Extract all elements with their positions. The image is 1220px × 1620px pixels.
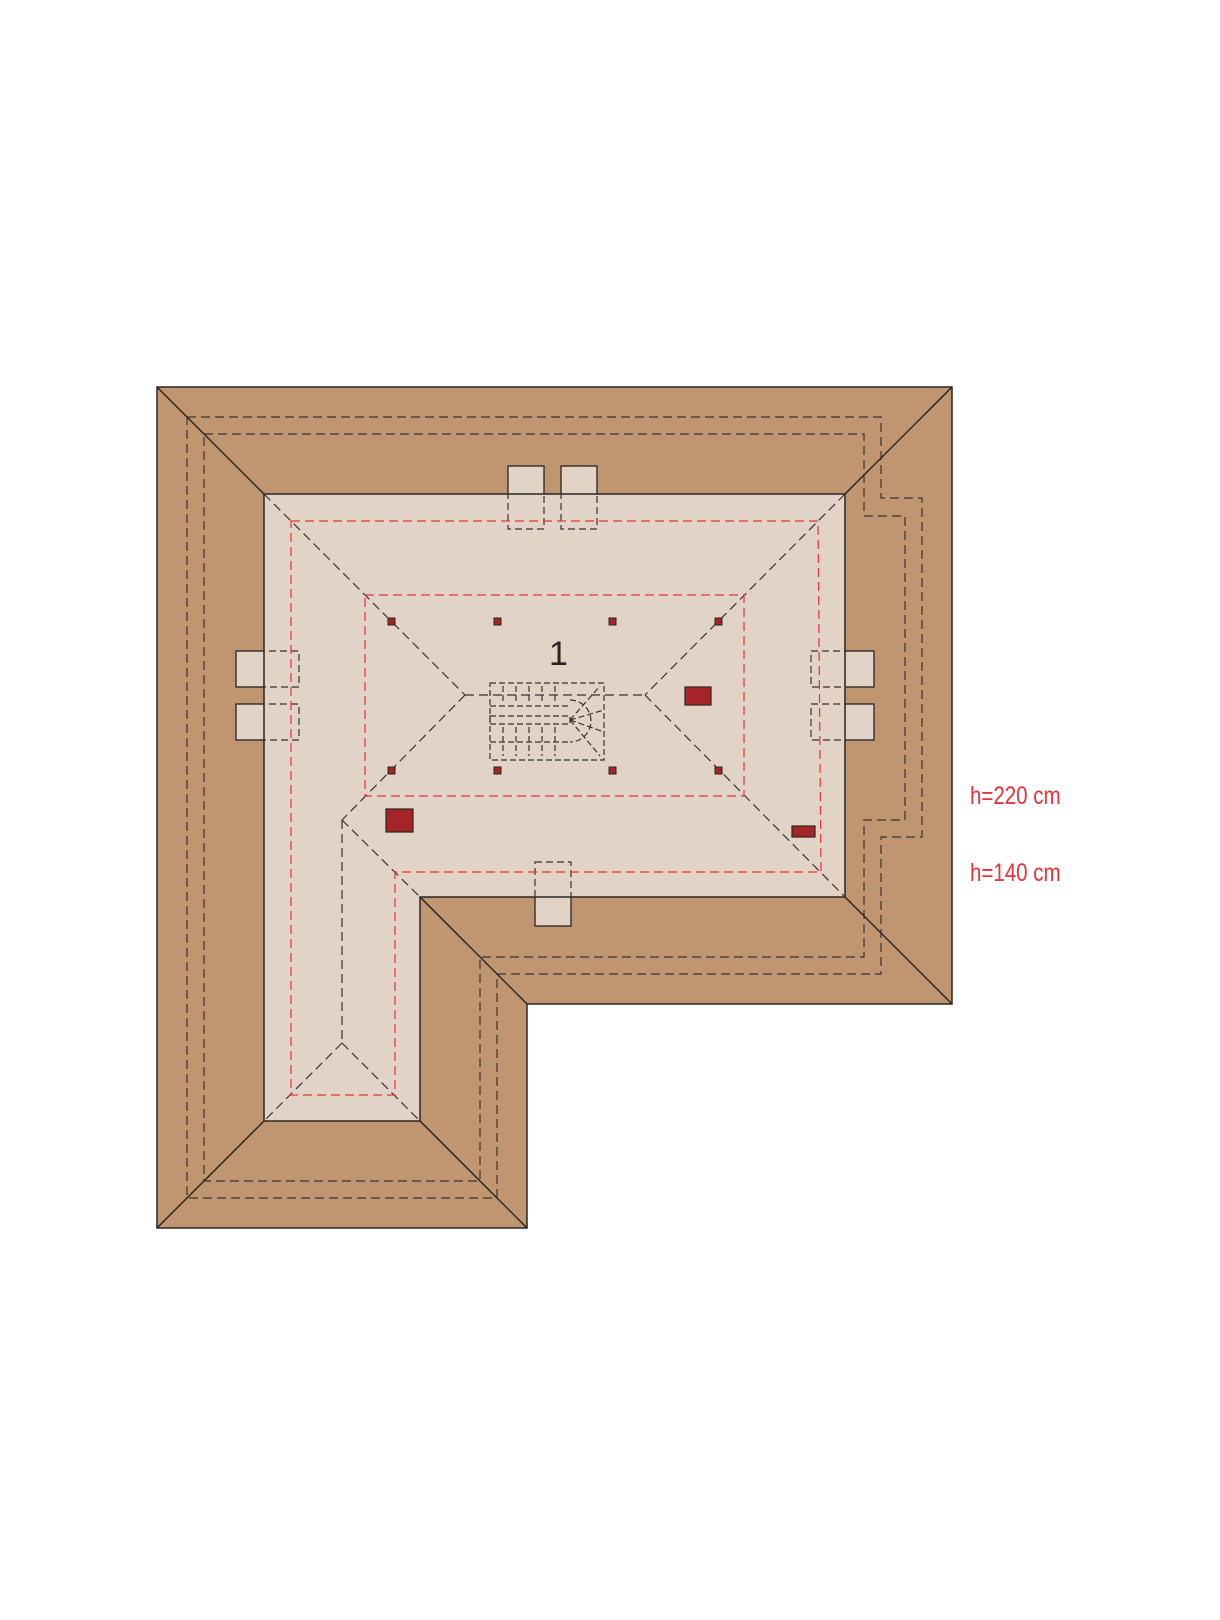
posts (387, 617, 723, 775)
chimney-1 (684, 686, 712, 706)
legend-h220: h=220 cm (970, 782, 1061, 810)
outer-wall-line (186, 416, 923, 1199)
attic-floor (263, 493, 846, 1122)
vent (791, 825, 816, 838)
ridge-lines (263, 493, 846, 1122)
legend-h140: h=140 cm (970, 859, 1061, 887)
room-number: 1 (549, 635, 568, 673)
hip-lines (156, 386, 953, 1229)
inner-wall-line (203, 433, 906, 1182)
chimney-2 (385, 808, 414, 833)
height-line-220 (364, 594, 745, 797)
height-line-140 (290, 520, 822, 1096)
staircase (489, 682, 605, 761)
